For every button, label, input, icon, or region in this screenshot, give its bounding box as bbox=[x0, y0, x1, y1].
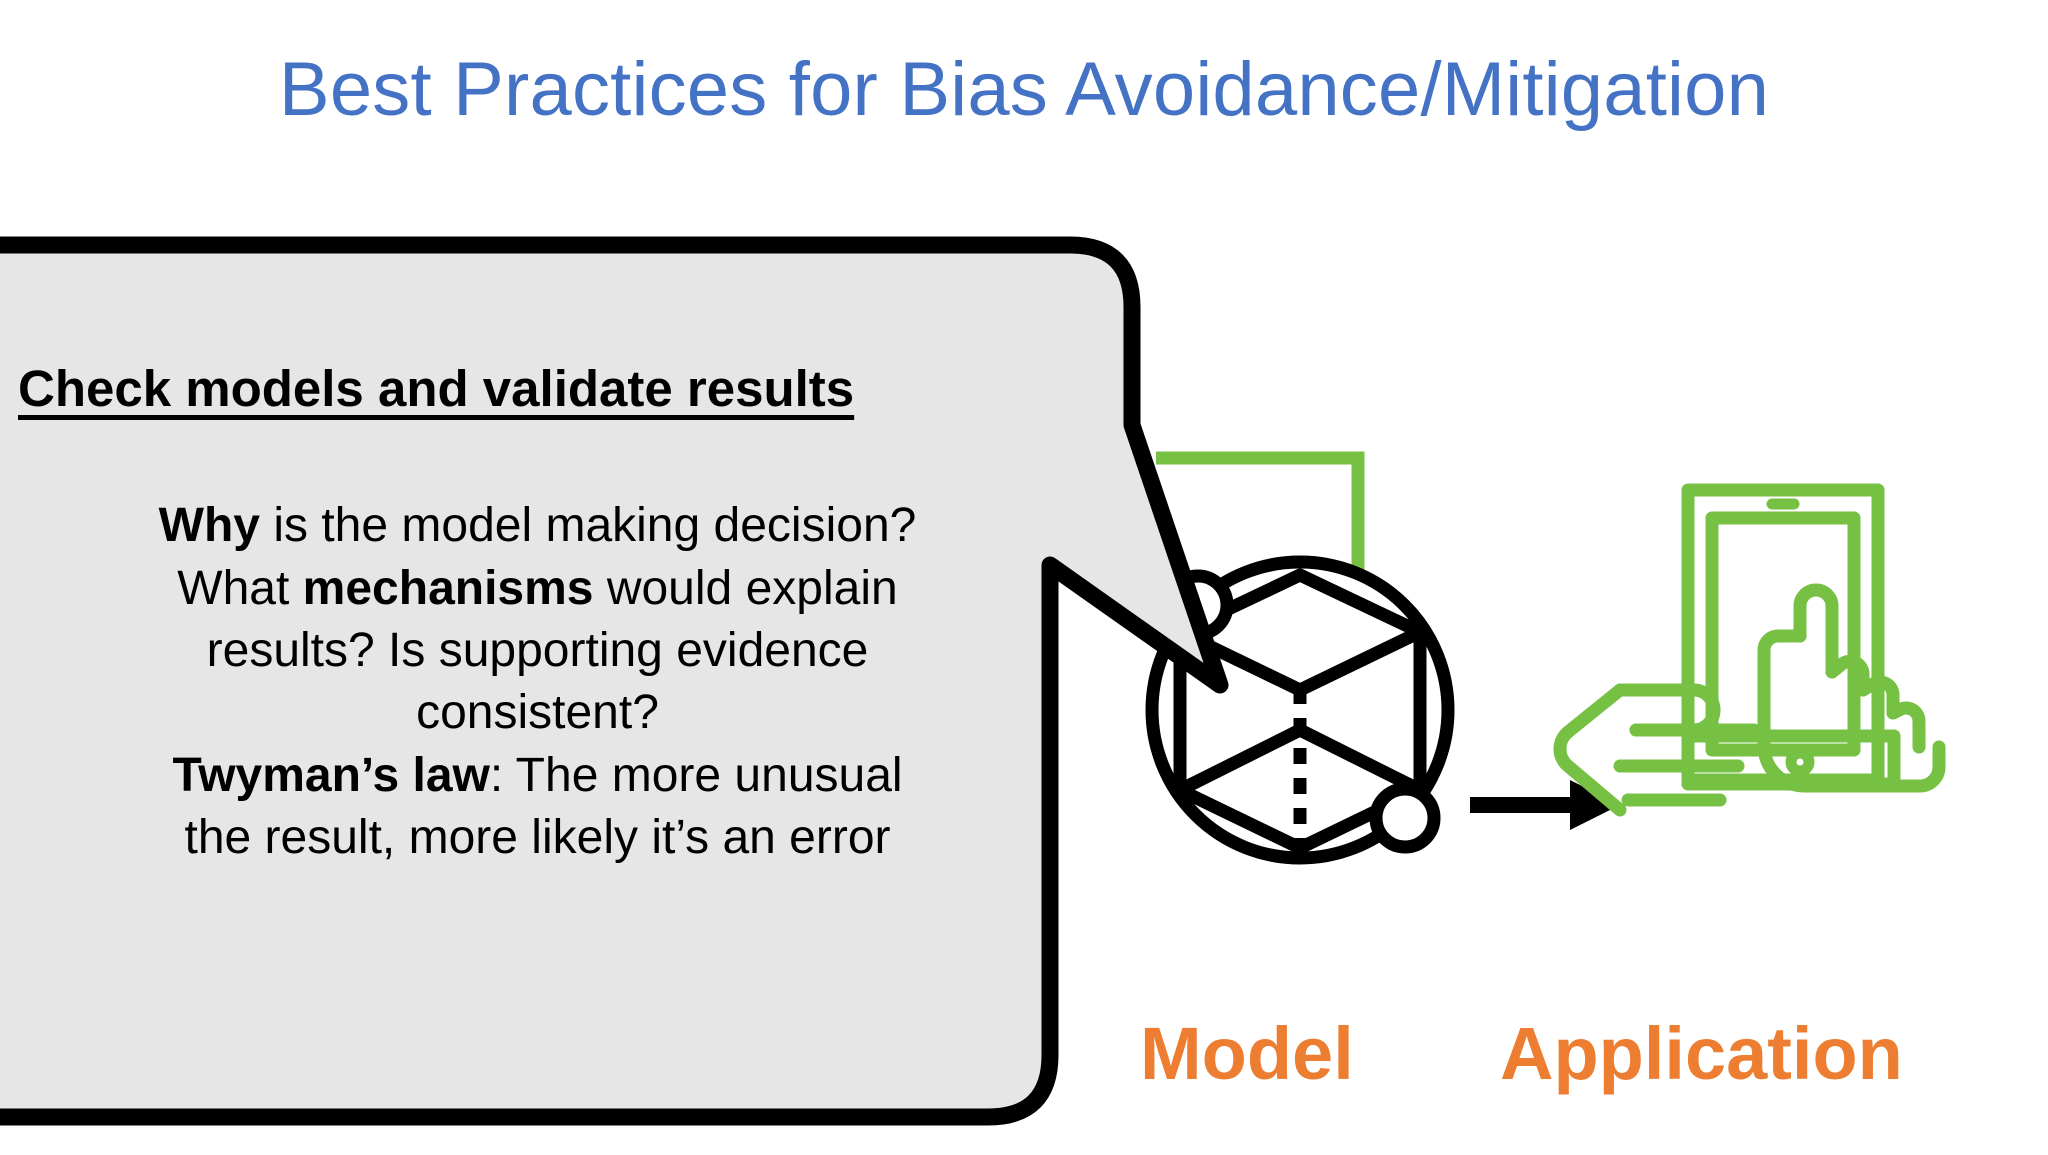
caption-model: Model bbox=[1140, 1012, 1354, 1095]
body-text: What bbox=[177, 561, 303, 615]
callout-body-line: Twyman’s law: The more unusual bbox=[20, 745, 1055, 807]
emphasis-text: mechanisms bbox=[302, 561, 594, 615]
callout-heading: Check models and validate results bbox=[18, 360, 855, 417]
hand-tapping-tablet-icon bbox=[1553, 483, 1946, 817]
emphasis-text: Why bbox=[158, 499, 260, 553]
body-text: is the model making decision? bbox=[259, 499, 917, 553]
body-text: the result, more likely it’s an error bbox=[184, 811, 891, 865]
page-title: Best Practices for Bias Avoidance/Mitiga… bbox=[278, 47, 1770, 132]
emphasis-text: Twyman’s law bbox=[172, 748, 490, 802]
body-text: results? Is supporting evidence bbox=[206, 623, 869, 677]
callout-body-line: the result, more likely it’s an error bbox=[20, 807, 1055, 869]
body-text: would explain bbox=[593, 561, 898, 615]
body-text: : The more unusual bbox=[489, 748, 903, 802]
callout-body-line: results? Is supporting evidence bbox=[20, 620, 1055, 682]
caption-application: Application bbox=[1500, 1012, 1903, 1095]
callout-shape bbox=[0, 236, 1229, 1126]
callout-body-line: consistent? bbox=[20, 682, 1055, 744]
body-text: consistent? bbox=[416, 686, 659, 740]
callout-body-line: Why is the model making decision? bbox=[20, 495, 1055, 557]
right-arrow-icon bbox=[1470, 780, 1620, 830]
callout-body: Why is the model making decision?What me… bbox=[10, 495, 1065, 869]
callout-body-line: What mechanisms would explain bbox=[20, 558, 1055, 620]
callout-balloon: Check models and validate results Why is… bbox=[0, 235, 1240, 1155]
